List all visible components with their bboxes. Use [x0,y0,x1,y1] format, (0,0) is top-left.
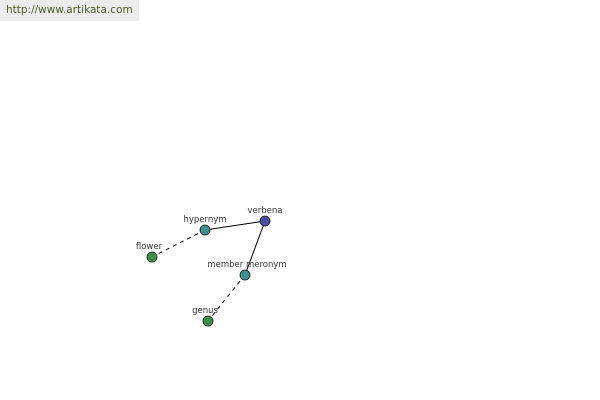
site-url-link[interactable]: http://www.artikata.com [6,4,133,16]
url-banner: http://www.artikata.com [0,0,139,21]
edge-member-meronym-genus [207,274,246,322]
node-member-meronym[interactable]: member meronym [207,260,287,281]
edges-layer [151,220,266,322]
node-label-genus: genus [192,306,218,316]
node-genus[interactable]: genus [192,306,218,327]
node-flower[interactable]: flower [136,242,163,263]
node-label-verbena: verbena [248,206,283,216]
node-label-hypernym: hypernym [183,215,226,225]
node-label-member-meronym: member meronym [207,260,286,270]
node-label-flower: flower [136,242,163,252]
node-circle-genus[interactable] [202,315,214,327]
node-hypernym[interactable]: hypernym [183,215,227,236]
nodes-layer: verbena hypernym flower member meronym genus [136,206,287,327]
edge-verbena-member-meronym [244,220,266,276]
edge-hypernym-flower [151,229,206,258]
node-circle-flower[interactable] [146,251,158,263]
node-circle-member-meronym[interactable] [239,269,251,281]
node-verbena[interactable]: verbena [248,206,283,227]
node-circle-hypernym[interactable] [199,224,211,236]
node-circle-verbena[interactable] [259,215,271,227]
edge-verbena-hypernym [204,220,266,231]
